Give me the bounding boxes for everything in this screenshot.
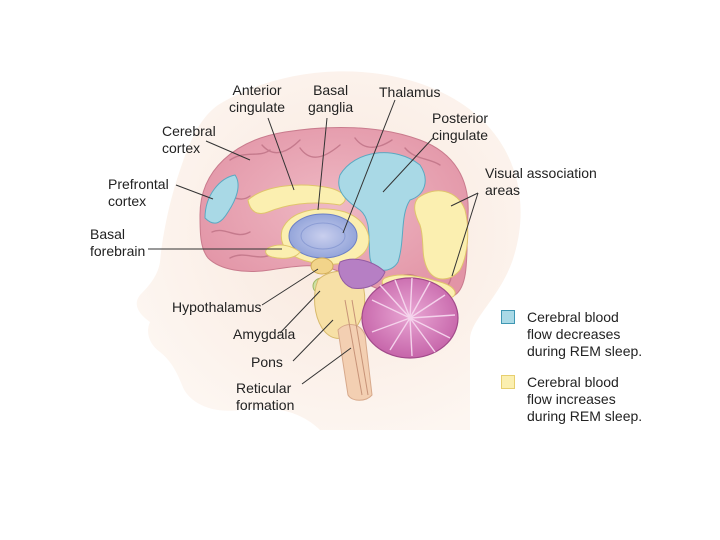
legend-swatch-decrease [501,310,515,324]
label-posterior-cingulate: Posterior cingulate [432,110,489,143]
basal-forebrain-region [265,244,301,259]
label-anterior-cingulate: Anterior cingulate [229,82,286,115]
label-basal-forebrain: Basal forebrain [90,226,146,259]
legend-text-decrease: Cerebral blood flow decreases during REM… [527,309,643,359]
posterior-cingulate-region [338,152,426,271]
leader-lines [148,99,479,385]
label-basal-ganglia: Basal ganglia [308,82,354,115]
midbrain [338,258,386,289]
legend-text-increase: Cerebral blood flow increases during REM… [527,374,643,424]
brainstem [337,324,373,401]
prefrontal-region [204,174,239,224]
label-prefrontal-cortex: Prefrontal cortex [108,176,169,209]
label-pons: Pons [251,354,283,370]
legend-swatch-increase [501,375,515,389]
label-amygdala: Amygdala [233,326,296,342]
label-cerebral-cortex: Cerebral cortex [162,123,216,156]
label-hypothalamus: Hypothalamus [172,299,262,315]
label-thalamus: Thalamus [379,84,441,100]
cerebellum-folia [371,277,456,357]
label-reticular-formation: Reticular formation [236,380,295,413]
label-visual-association-areas: Visual association areas [485,165,597,198]
anterior-cingulate-region [247,184,346,214]
